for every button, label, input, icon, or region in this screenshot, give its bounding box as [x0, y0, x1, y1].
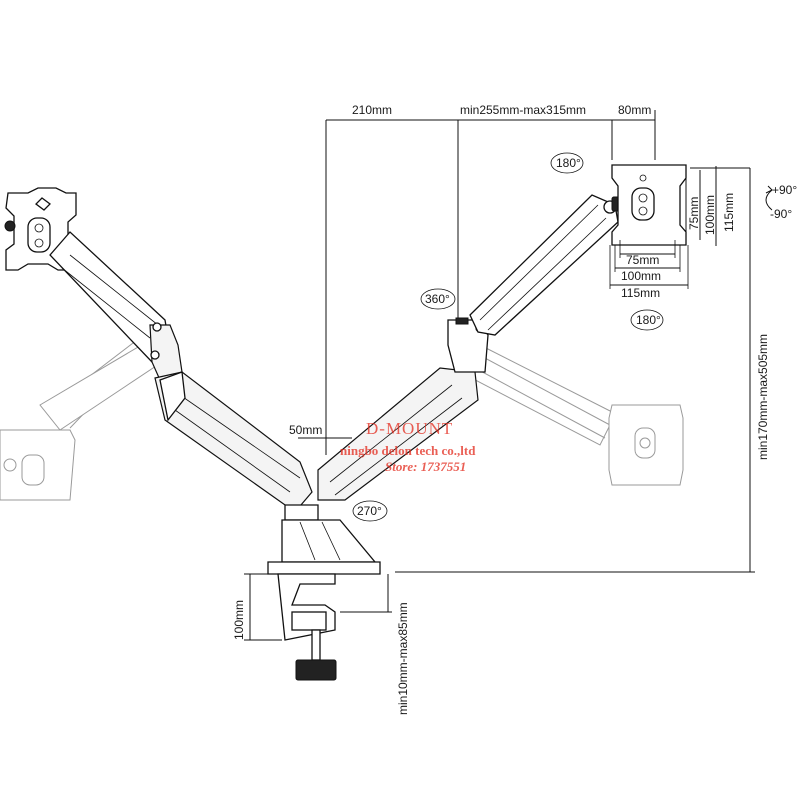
dim-vesa-width-115: 115mm: [621, 286, 660, 300]
dim-vesa-width-75: 75mm: [626, 253, 659, 267]
watermark-store: Store: 1737551: [385, 459, 466, 474]
right-lower-arm: [317, 317, 489, 501]
dim-clamp-height: 100mm: [232, 600, 246, 640]
dim-arm-reach: min255mm-max315mm: [460, 103, 586, 117]
ghost-left-arm: [0, 329, 166, 501]
right-upper-arm: [469, 194, 621, 336]
dim-plate-offset: 80mm: [618, 103, 651, 117]
left-upper-arm: [49, 231, 183, 381]
tilt-up-label: +90°: [772, 183, 797, 197]
rotation-arm-label: 360°: [425, 292, 450, 306]
base-column: [267, 504, 381, 575]
watermark-brand: D-MOUNT: [366, 419, 453, 438]
watermark: D-MOUNT ningbo delon tech co.,ltd Store:…: [340, 419, 476, 474]
rotation-badge-base: 270°: [352, 500, 388, 522]
rotation-badge-plate: 180°: [630, 309, 664, 331]
rotation-monitor-label: 180°: [556, 156, 581, 170]
rotation-badge-monitor: 180°: [550, 152, 584, 174]
right-monitor-plate: [611, 164, 687, 246]
ghost-right-arm: [459, 344, 684, 486]
dimension-lines: [244, 110, 773, 641]
dim-vesa-width-100: 100mm: [621, 269, 661, 283]
dim-vesa-height-115: 115mm: [722, 193, 736, 232]
desk-clamp: [277, 573, 337, 681]
dim-vesa-height-75: 75mm: [687, 197, 701, 230]
rotation-plate-label: 180°: [636, 313, 661, 327]
dim-desk-thickness: min10mm-max85mm: [396, 602, 410, 715]
watermark-company: ningbo delon tech co.,ltd: [340, 443, 476, 458]
rotation-badge-arm: 360°: [420, 288, 456, 310]
dim-height-adjust: min170mm-max505mm: [756, 334, 770, 460]
rotation-base-label: 270°: [357, 504, 382, 518]
left-lower-arm: [154, 371, 313, 513]
dim-vesa-height-100: 100mm: [703, 195, 717, 235]
tilt-down-label: -90°: [770, 207, 792, 221]
dim-pole-gap: 50mm: [289, 423, 322, 437]
dim-arm-offset: 210mm: [352, 103, 392, 117]
